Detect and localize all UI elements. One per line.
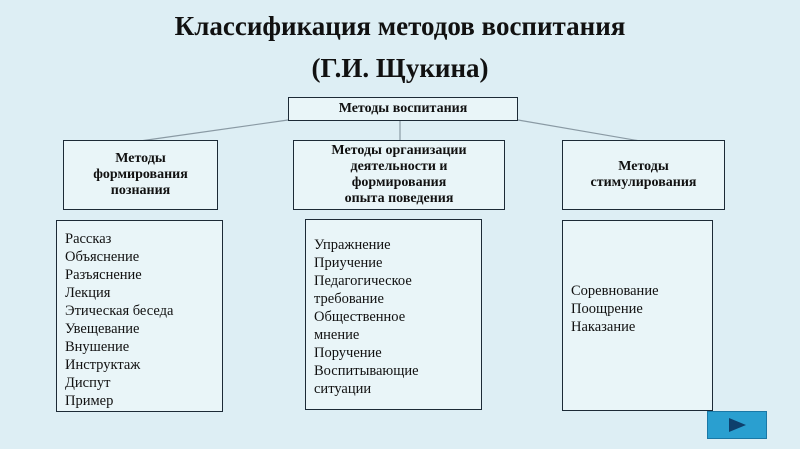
next-slide-button[interactable] xyxy=(707,411,767,439)
list-item: Инструктаж xyxy=(65,357,141,373)
category-header-stimulation: Методы стимулирования xyxy=(562,140,725,210)
list-item: мнение xyxy=(314,327,360,343)
header-line: Методы xyxy=(115,151,166,166)
slide-title: Классификация методов воспитания xyxy=(174,11,626,41)
header-line: Методы организации xyxy=(331,143,467,158)
list-item: Разъяснение xyxy=(65,267,142,283)
list-item: Лекция xyxy=(65,285,111,301)
list-item: Объяснение xyxy=(65,249,140,265)
header-line: стимулирования xyxy=(590,175,697,190)
play-next-icon xyxy=(729,418,746,432)
list-item: Увещевание xyxy=(65,321,140,337)
header-line: познания xyxy=(110,183,171,198)
methods-list-activity: Упражнение Приучение Педагогическое треб… xyxy=(305,219,482,410)
root-label: Методы воспитания xyxy=(338,101,468,116)
header-line: Методы xyxy=(618,159,669,174)
header-line: деятельности и xyxy=(350,159,448,174)
list-item: Рассказ xyxy=(65,231,112,247)
category-header-cognition: Методы формирования познания xyxy=(63,140,218,210)
methods-list-cognition: Рассказ Объяснение Разъяснение Лекция Эт… xyxy=(56,220,223,412)
header-line: опыта поведения xyxy=(344,191,454,206)
connector-right xyxy=(517,119,641,142)
list-item: Поручение xyxy=(314,345,382,361)
list-item: Пример xyxy=(65,393,114,409)
header-line: формирования xyxy=(93,167,188,182)
list-item: Внушение xyxy=(65,339,130,355)
list-item: Этическая беседа xyxy=(65,303,174,319)
root-box: Методы воспитания xyxy=(288,97,518,121)
list-item: требование xyxy=(314,291,384,307)
list-item: Воспитывающие xyxy=(314,363,419,379)
list-item: ситуации xyxy=(314,381,372,397)
methods-list-stimulation: Соревнование Поощрение Наказание xyxy=(562,220,713,411)
header-line: формирования xyxy=(351,175,447,190)
slide-subtitle: (Г.И. Щукина) xyxy=(311,53,489,83)
list-item: Педагогическое xyxy=(314,273,412,289)
list-item: Общественное xyxy=(314,309,406,325)
list-item: Упражнение xyxy=(314,237,391,253)
list-item: Поощрение xyxy=(571,301,643,317)
list-item: Диспут xyxy=(65,375,111,391)
list-item: Наказание xyxy=(571,319,636,335)
list-item: Соревнование xyxy=(571,283,659,299)
list-item: Приучение xyxy=(314,255,383,271)
connector-left xyxy=(139,119,289,142)
category-header-activity: Методы организации деятельности и формир… xyxy=(293,140,505,210)
